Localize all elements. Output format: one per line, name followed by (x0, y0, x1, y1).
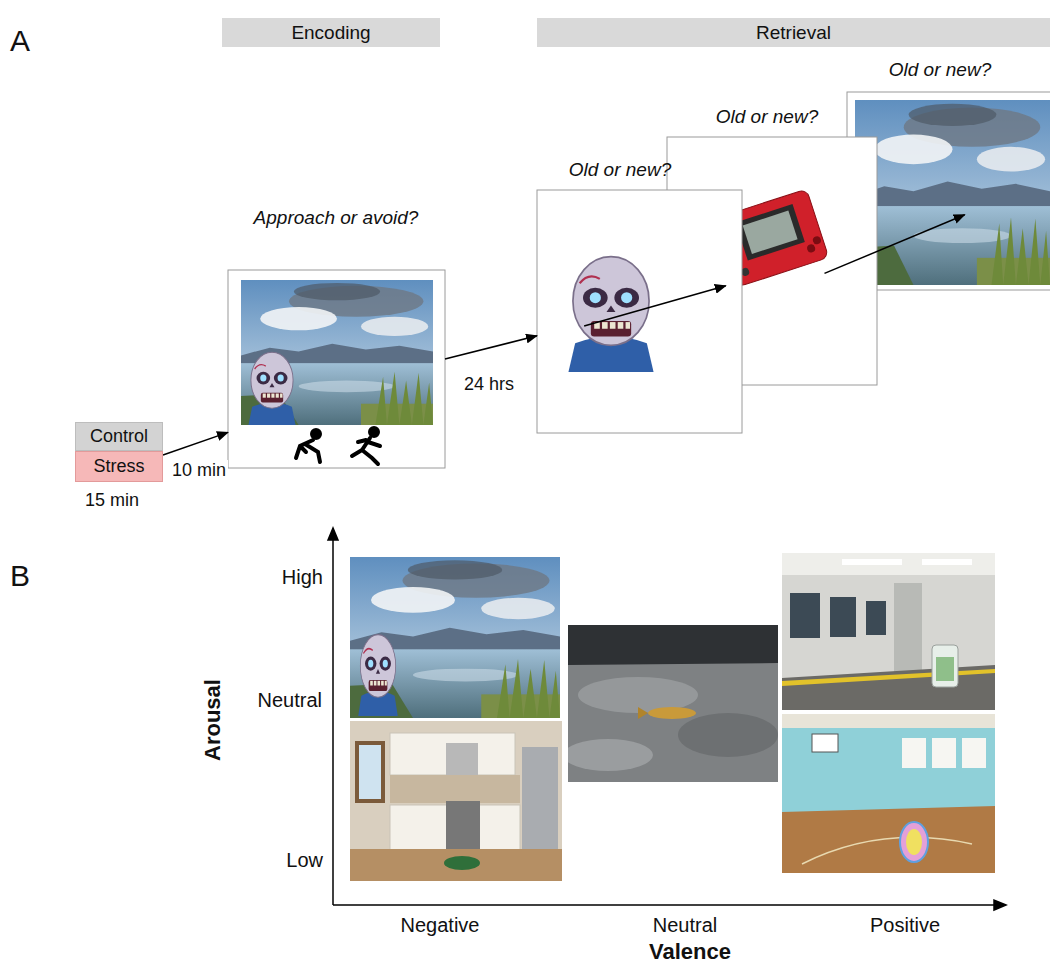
arrow-connector (584, 286, 726, 326)
axis-tick: Neutral (258, 689, 322, 712)
arrow-connector (825, 215, 965, 274)
arrow-connector (445, 336, 537, 359)
phase-band: Encoding (222, 18, 440, 47)
retrieval-trial-card: Old or new? (847, 92, 1050, 290)
box-label: Control (90, 426, 148, 447)
interval-label: 24 hrs (462, 374, 516, 395)
encoding-trial-frame: Approach or avoid? (228, 270, 445, 468)
retrieval-trial-card: Old or new? (537, 190, 742, 433)
trial-prompt: Old or new? (889, 59, 991, 81)
panel-letter: A (10, 24, 30, 58)
axis-tick: Neutral (653, 914, 717, 937)
phase-band: Retrieval (537, 18, 1050, 47)
panel-letter: B (10, 559, 30, 593)
axis-title: Valence (649, 939, 731, 965)
box-label: Retrieval (756, 22, 831, 44)
arrow-connector (163, 432, 228, 455)
axis-tick: Negative (401, 914, 480, 937)
axis-title: Arousal (200, 679, 226, 761)
trial-prompt: Old or new? (716, 106, 818, 128)
axis-tick: Positive (870, 914, 940, 937)
trial-prompt: Approach or avoid? (254, 207, 419, 229)
axis-tick: Low (286, 849, 323, 872)
interval-label: 10 min (170, 460, 228, 481)
box-label: Stress (93, 456, 144, 477)
retrieval-trial-card: Old or new? (667, 137, 877, 385)
box-label: Encoding (291, 22, 370, 44)
duration-note: 15 min (85, 490, 139, 511)
condition-box: Control (75, 422, 163, 451)
axis-tick: High (282, 566, 323, 589)
trial-prompt: Old or new? (569, 159, 671, 181)
condition-box: Stress (75, 451, 163, 482)
